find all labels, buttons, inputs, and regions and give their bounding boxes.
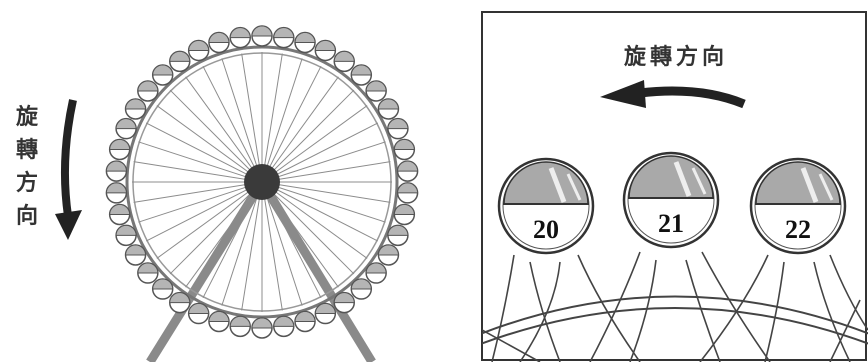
wheel-gondola [252,26,272,46]
wheel-gondola [189,304,209,324]
wheel-gondola [189,40,209,60]
wheel-gondola [116,119,136,139]
wheel-gondola [110,140,130,160]
left-rotation-char-3: 方 [16,170,38,196]
wheel-gondola [230,28,250,48]
wheel-gondola [106,183,126,203]
wheel-gondola [315,304,335,324]
wheel-gondola [388,119,408,139]
wheel-spoke [157,106,262,182]
wheel-spoke [262,106,367,182]
wheel-spoke [262,90,354,182]
wheel-gondola [366,263,386,283]
inset-gondola-20: 20 [499,159,593,253]
wheel-spoke [186,182,262,287]
wheel-gondola [126,99,146,119]
wheel-gondola [378,245,398,265]
wheel-gondola [315,40,335,60]
right-rotation-label: 旋轉方向 [624,44,728,70]
wheel-gondola [398,161,418,181]
wheel-gondola [398,183,418,203]
gondola-number: 21 [658,209,684,238]
wheel-spoke [262,182,367,258]
left-rotation-label: 旋 轉 方 向 [16,104,39,229]
wheel-gondola [170,51,190,71]
wheel-gondola [274,316,294,336]
wheel-gondola [351,279,371,299]
wheel-spoke [262,58,302,182]
wheel-gondola [138,81,158,101]
left-rotation-arrow [55,100,82,240]
left-rotation-char-1: 旋 [16,104,39,130]
wheel-gondola [334,293,354,313]
ferris-wheel-full-view [106,26,417,362]
wheel-gondola [153,279,173,299]
wheel-gondola [274,28,294,48]
gondola-number: 20 [533,215,559,244]
wheel-gondola [334,51,354,71]
wheel-gondola [138,263,158,283]
gondola-number: 22 [785,215,811,244]
wheel-gondola [209,32,229,52]
wheel-gondola [110,204,130,224]
wheel-spoke [138,142,262,182]
wheel-spoke [157,182,262,258]
wheel-spoke [262,142,386,182]
wheel-gondola [394,204,414,224]
wheel-gondola [351,65,371,85]
wheel-gondola [388,225,408,245]
wheel-spoke [170,90,262,182]
wheel-gondola [230,316,250,336]
wheel-gondola [394,140,414,160]
left-rotation-char-4: 向 [16,203,38,229]
wheel-gondola [378,99,398,119]
wheel-spoke [262,182,338,287]
zoomed-inset: 20 21 22 旋轉方向 [470,12,868,362]
wheel-spoke [262,77,338,182]
inset-gondola-22: 22 [751,159,845,253]
wheel-gondola [252,318,272,338]
wheel-gondola [295,312,315,332]
left-rotation-char-2: 轉 [16,137,38,163]
wheel-hub [244,164,280,200]
wheel-spoke [186,77,262,182]
wheel-spoke [222,58,262,182]
wheel-gondola [209,312,229,332]
inset-gondolas: 20 21 22 [499,153,845,253]
wheel-gondola [126,245,146,265]
wheel-gondola [170,293,190,313]
wheel-gondola [295,32,315,52]
wheel-gondola [366,81,386,101]
wheel-gondola [153,65,173,85]
wheel-gondola [106,161,126,181]
inset-gondola-21: 21 [624,153,718,247]
wheel-gondola [116,225,136,245]
